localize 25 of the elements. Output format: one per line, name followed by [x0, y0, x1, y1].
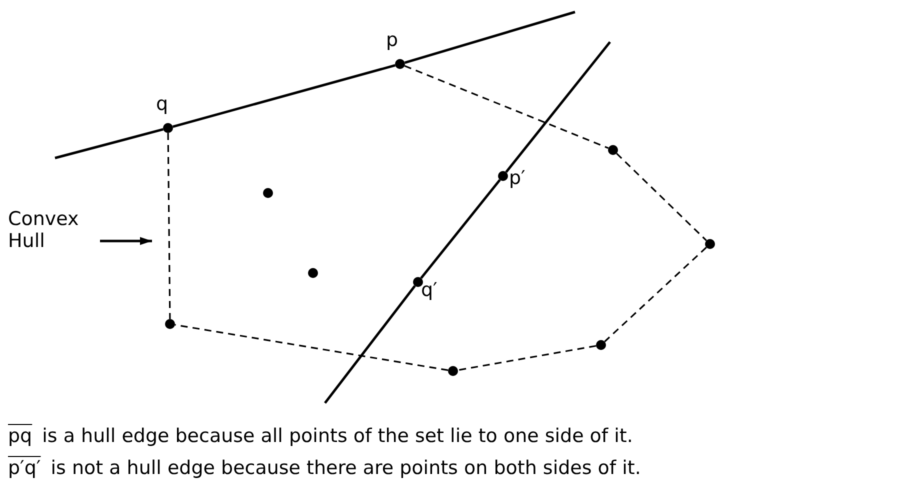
- line: [172, 64, 396, 128]
- point-dot: [308, 268, 318, 278]
- caption-text: is not a hull edge because there are points on both sides of it.: [50, 457, 641, 479]
- point-dot: [608, 145, 618, 155]
- segment-name: pq: [8, 424, 32, 448]
- annotation-text: Convex Hull: [8, 208, 98, 252]
- caption-text: is a hull edge because all points of the set lie to one side of it.: [42, 425, 633, 447]
- point-label: q′: [421, 279, 438, 301]
- hull-edge: [604, 246, 707, 342]
- point-label: p: [386, 29, 398, 51]
- line: [420, 179, 501, 279]
- point-label: p′: [509, 167, 526, 189]
- arrow: [100, 237, 152, 245]
- segment-name: p′q′: [8, 456, 41, 480]
- point-dot: [263, 188, 273, 198]
- hull-edge: [616, 152, 707, 242]
- point-dot: [448, 366, 458, 376]
- hull-edge: [458, 345, 596, 371]
- hull-edge: [404, 65, 609, 149]
- hull-edge: [167, 133, 171, 319]
- point-label: q: [156, 93, 168, 115]
- point-dot: [705, 239, 715, 249]
- point-dot: [165, 319, 175, 329]
- point-dot: [596, 340, 606, 350]
- hull-edge: [174, 324, 448, 371]
